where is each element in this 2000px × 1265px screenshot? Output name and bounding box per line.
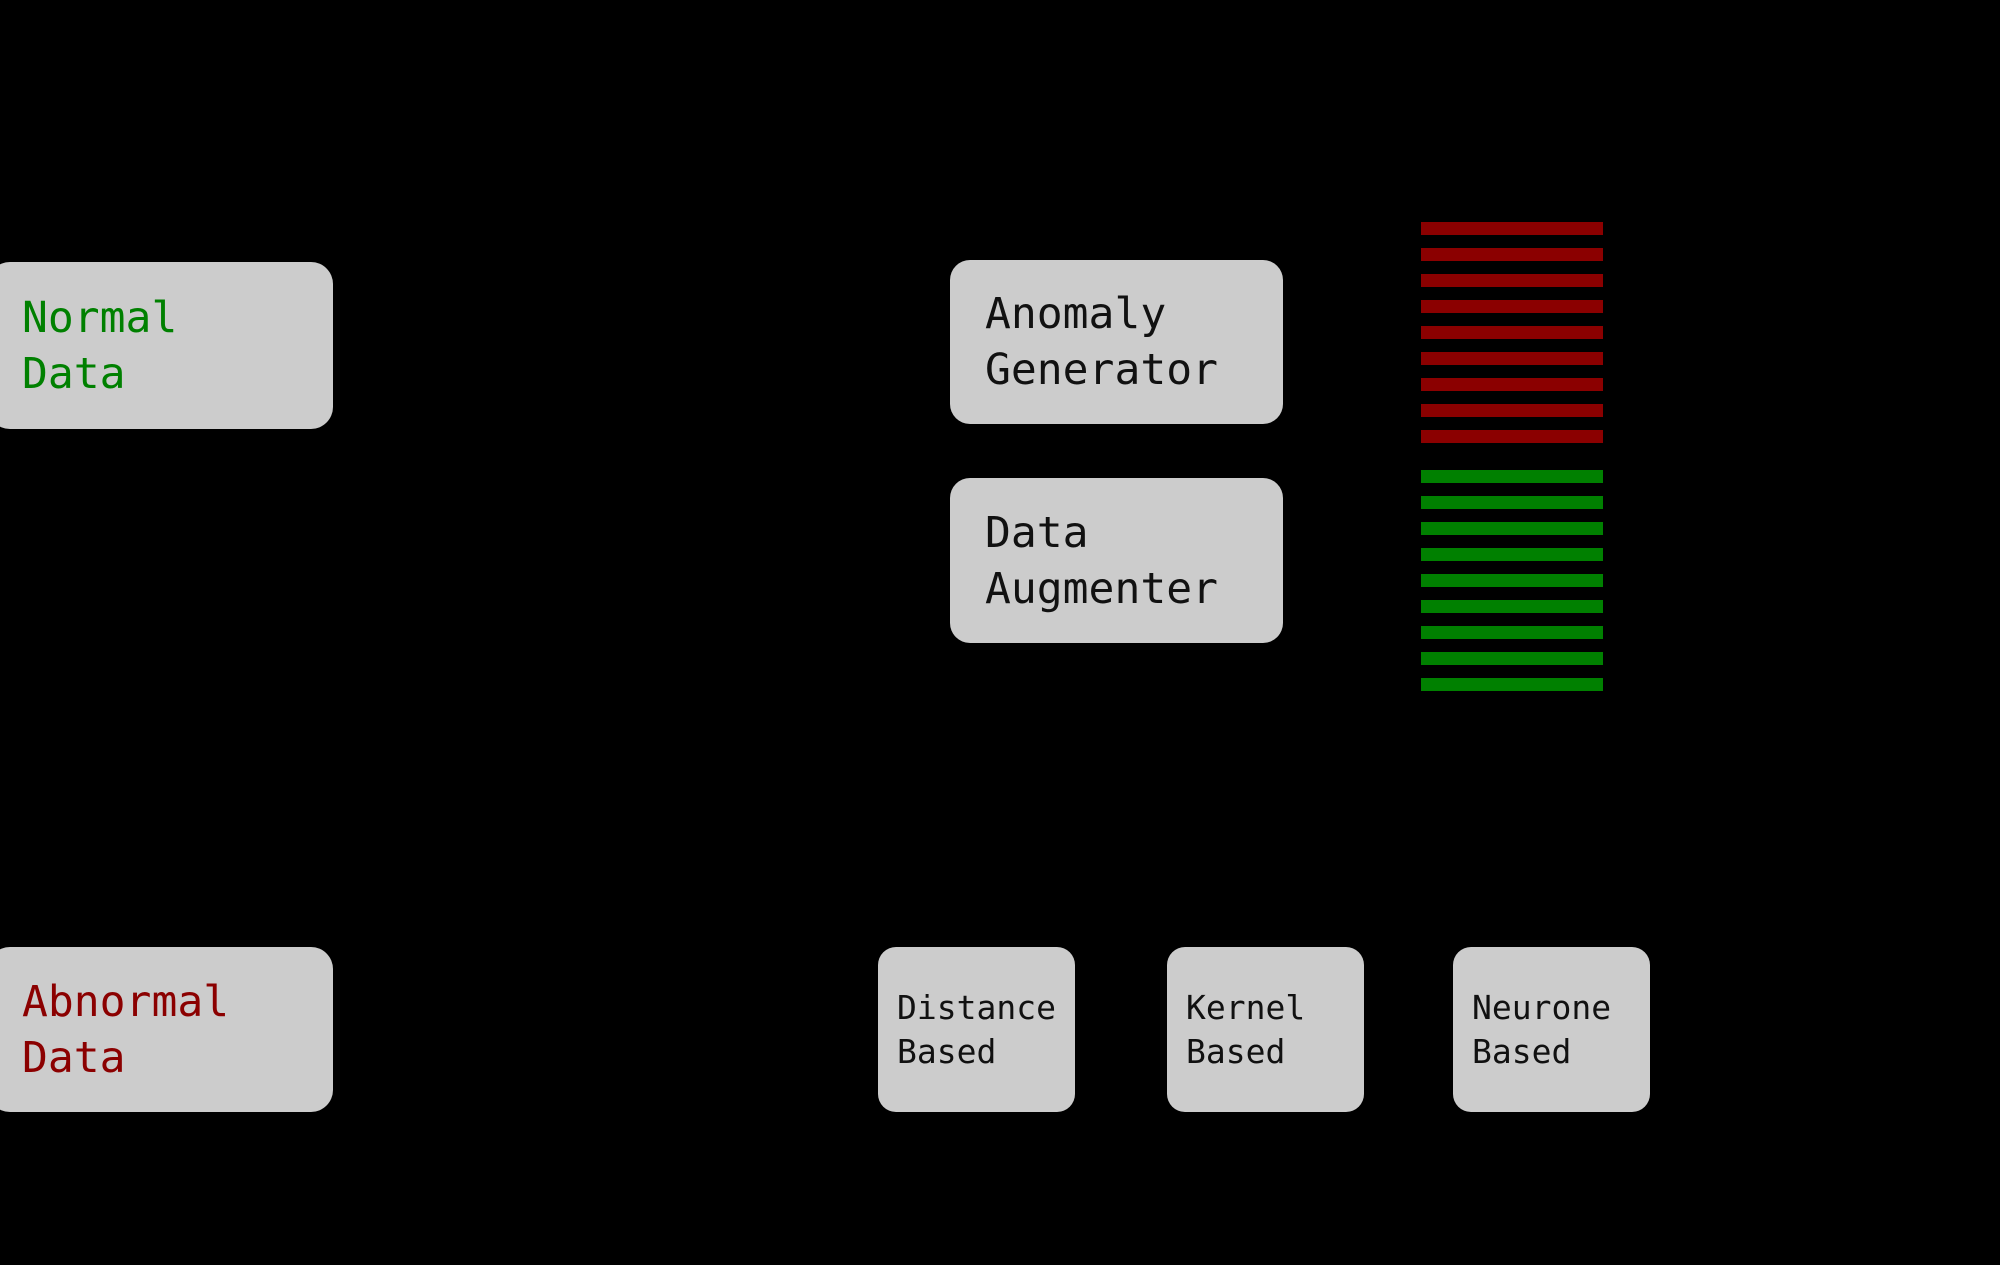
node-distance-based[interactable]: Distance Based: [878, 947, 1075, 1112]
node-neurone-based[interactable]: Neurone Based: [1453, 947, 1650, 1112]
node-distance-based-line-1: Distance: [897, 987, 1056, 1027]
sample-bar-normal: [1421, 678, 1603, 691]
node-anomaly-generator-line-1: Anomaly: [985, 289, 1167, 339]
sample-bar-abnormal: [1421, 404, 1603, 417]
sample-bar-normal: [1421, 470, 1603, 483]
sample-bar-normal: [1421, 548, 1603, 561]
node-data-augmenter[interactable]: Data Augmenter: [950, 478, 1283, 643]
sample-bar-abnormal: [1421, 378, 1603, 391]
sample-bar-abnormal: [1421, 222, 1603, 235]
node-neurone-based-line-1: Neurone: [1472, 987, 1612, 1027]
sample-bar-abnormal: [1421, 326, 1603, 339]
labelled-sample-strip: [1421, 216, 1603, 691]
sample-bar-normal: [1421, 574, 1603, 587]
node-normal-data-line-1: Normal: [22, 292, 178, 343]
node-distance-based-line-2: Based: [897, 1031, 997, 1071]
sample-bar-abnormal: [1421, 248, 1603, 261]
node-abnormal-data[interactable]: Abnormal Data: [0, 947, 333, 1112]
node-kernel-based-line-1: Kernel: [1186, 987, 1306, 1027]
node-abnormal-data-line-2: Data: [22, 1032, 126, 1083]
sample-bar-normal: [1421, 652, 1603, 665]
sample-bar-abnormal: [1421, 274, 1603, 287]
node-kernel-based-line-2: Based: [1186, 1031, 1286, 1071]
node-neurone-based-line-2: Based: [1472, 1031, 1572, 1071]
sample-bar-abnormal: [1421, 352, 1603, 365]
node-data-augmenter-line-2: Augmenter: [985, 563, 1218, 614]
node-anomaly-generator-line-2: Generator: [985, 345, 1218, 395]
sample-bar-normal: [1421, 626, 1603, 639]
node-normal-data-line-2: Data: [22, 348, 126, 399]
sample-bar-normal: [1421, 600, 1603, 613]
sample-bar-abnormal: [1421, 300, 1603, 313]
sample-bar-normal: [1421, 496, 1603, 509]
node-anomaly-generator[interactable]: Anomaly Generator: [950, 260, 1283, 424]
node-data-augmenter-line-1: Data: [985, 507, 1089, 558]
node-normal-data[interactable]: Normal Data: [0, 262, 333, 429]
node-abnormal-data-line-1: Abnormal: [22, 976, 230, 1027]
node-kernel-based[interactable]: Kernel Based: [1167, 947, 1364, 1112]
sample-bar-normal: [1421, 522, 1603, 535]
sample-bar-abnormal: [1421, 430, 1603, 443]
